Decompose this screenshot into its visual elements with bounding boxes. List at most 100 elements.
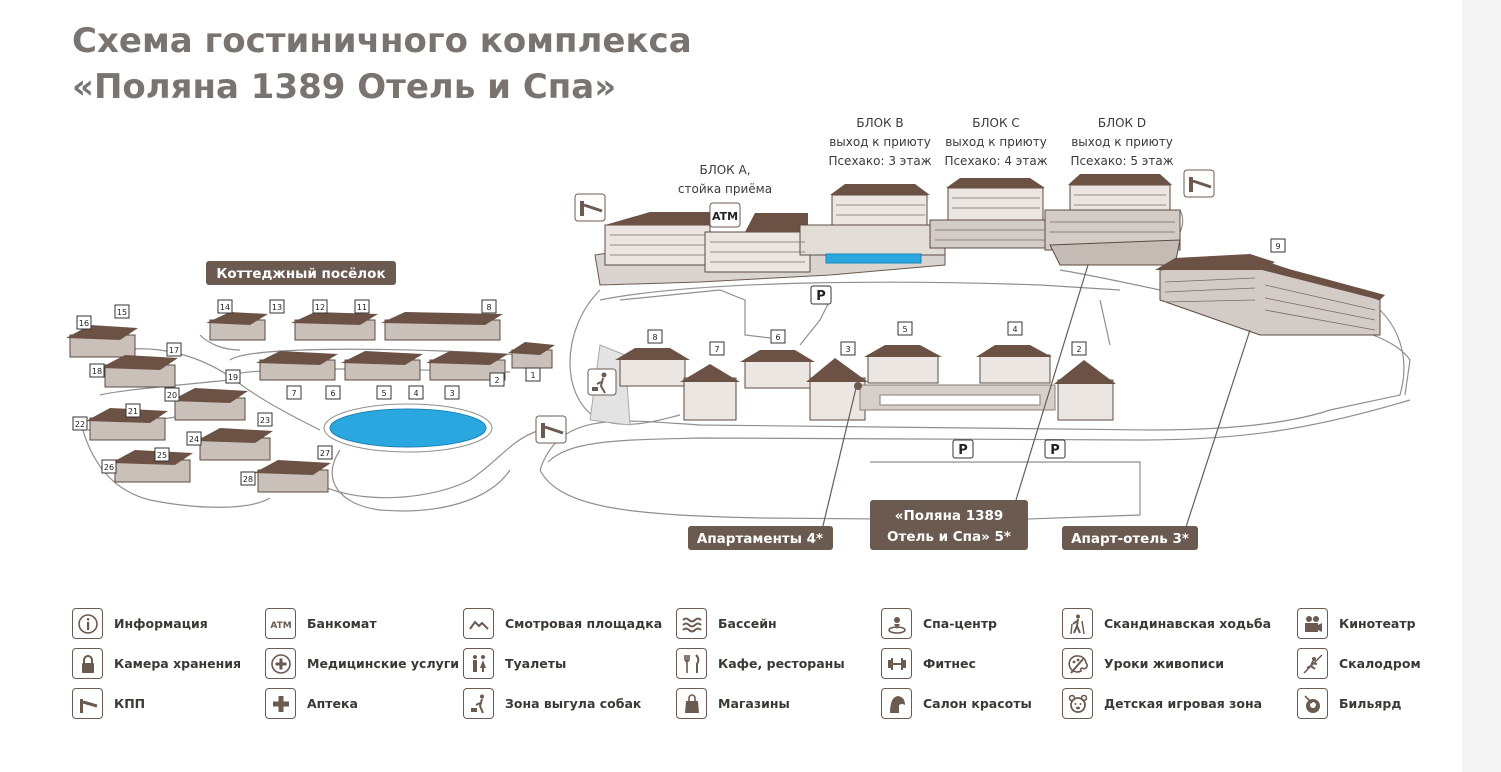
apart-hotel-tag[interactable] (1062, 526, 1198, 550)
cottage-number-tag: 18 (92, 367, 102, 376)
cottage-pool (329, 408, 487, 448)
spa-icon (881, 608, 912, 639)
cottage-number-tag-box (525, 367, 541, 382)
legend-item: Уроки живописи (1062, 648, 1224, 679)
cottage-roofs (66, 312, 555, 475)
parking-label: P (1050, 443, 1060, 458)
atm-marker (709, 202, 741, 228)
legend-item: Спа-центр (881, 608, 997, 639)
cottage-number-tag: 2 (494, 376, 499, 385)
legend-item: Фитнес (881, 648, 976, 679)
apart-hotel-label: Апарт-отель 3* (1071, 531, 1189, 547)
apartments-pointer-dot (854, 382, 862, 390)
cottage-number-tag-box (312, 299, 328, 314)
block-c-title: БЛОК C (972, 116, 1019, 130)
cottage-number-tag-box (257, 412, 273, 427)
legend-label: Туалеты (505, 656, 567, 671)
chalet-number-tag-box (840, 341, 856, 356)
cottage-number-tag-box (72, 416, 88, 431)
block-d-title: БЛОК D (1098, 116, 1146, 130)
cottage-number-tag-box (76, 315, 92, 330)
chalet-number-tag: 5 (902, 325, 907, 334)
cottage-number-tag-box (354, 299, 370, 314)
legend-label: Кафе, рестораны (718, 656, 845, 671)
cottage-number-tag: 14 (220, 303, 230, 312)
block-b-floor: Псехако: 3 этаж (828, 154, 931, 168)
shop-icon (676, 688, 707, 719)
cottage-number-tag: 1 (530, 371, 535, 380)
cottage-village-tag (206, 261, 396, 285)
legend-item: Кафе, рестораны (676, 648, 845, 679)
legend-item: Детская игровая зона (1062, 688, 1262, 719)
chalet-number-tag: 6 (775, 333, 780, 342)
legend-label: Медицинские услуги (307, 656, 460, 671)
parking-marker (1044, 439, 1066, 459)
parking-marker (810, 285, 832, 305)
cottage-number-tag: 11 (357, 303, 367, 312)
cottage-number-tag-box (240, 471, 256, 486)
cinema-icon (1297, 608, 1328, 639)
cottage-number-tag-box (89, 363, 105, 378)
page-title-line-2: «Поляна 1389 Отель и Спа» (72, 67, 617, 107)
checkpoint-marker (574, 193, 606, 222)
parking-marker (952, 439, 974, 459)
page-title-line-1: Схема гостиничного комплекса (72, 21, 692, 61)
cottage-number-tag: 13 (272, 303, 282, 312)
apartment-chalets (615, 345, 1116, 421)
apart-hotel-number (1270, 238, 1286, 253)
block-c-floor: Псехако: 4 этаж (944, 154, 1047, 168)
cottage-number-tag: 4 (413, 389, 418, 398)
atm-icon: ATM (265, 608, 296, 639)
legend-item: Магазины (676, 688, 790, 719)
barrier-icon (72, 688, 103, 719)
block-d-desc: выход к приюту (1071, 135, 1173, 149)
legend-item: Зона выгула собак (463, 688, 641, 719)
cottage-number-tag-box (114, 304, 130, 319)
legend-label: Зона выгула собак (505, 696, 642, 711)
legend-label: Кинотеатр (1339, 616, 1416, 631)
legend-label: Бассейн (718, 616, 777, 631)
legend-item: Бильярд (1297, 688, 1401, 719)
legend-item: Смотровая площадка (463, 608, 662, 639)
cottage-number-tag: 28 (243, 475, 253, 484)
legend-label: Скандинавская ходьба (1104, 616, 1272, 631)
chalet-number-tag-box (647, 329, 663, 344)
cottage-number-tag-box (376, 385, 392, 400)
cottages (69, 319, 553, 493)
painting-icon (1062, 648, 1093, 679)
cottage-number-tag: 15 (117, 308, 127, 317)
legend-item: Скандинавская ходьба (1062, 608, 1271, 639)
chalet-number-tag-box (709, 341, 725, 356)
cottage-number-tag: 25 (157, 451, 167, 460)
nordic-walking-icon (1062, 608, 1093, 639)
legend-label: Скалодром (1339, 656, 1421, 671)
atm-marker-label: ATM (712, 210, 738, 223)
legend-item: Туалеты (463, 648, 566, 679)
cottage-number-tag-box (286, 385, 302, 400)
svg-text:ATM: ATM (270, 621, 291, 631)
apartments-tag[interactable] (688, 526, 833, 550)
block-d-floor: Псехако: 5 этаж (1070, 154, 1173, 168)
pharmacy-icon (265, 688, 296, 719)
cottage-number-tag: 23 (260, 416, 270, 425)
medical-icon (265, 648, 296, 679)
cottage-number-tag: 19 (228, 373, 238, 382)
hotel-complex (594, 174, 1181, 286)
cottage-number-tag-box (154, 447, 170, 462)
cottage-number-tag-box (325, 385, 341, 400)
apart-hotel-number-label: 9 (1275, 242, 1280, 251)
main-hotel-tag[interactable] (870, 500, 1028, 550)
pool-icon (676, 608, 707, 639)
legend-label: Бильярд (1339, 696, 1402, 711)
legend-label: Детская игровая зона (1104, 696, 1263, 711)
cottage-number-tag: 5 (381, 389, 386, 398)
checkpoint-marker (535, 415, 567, 444)
main-hotel-label-line-2: Отель и Спа» 5* (887, 529, 1011, 545)
legend-item: Бассейн (676, 608, 777, 639)
apartments-label: Апартаменты 4* (697, 531, 823, 547)
legend-label: Банкомат (307, 616, 377, 631)
cottage-number-tag-box (101, 459, 117, 474)
cottage-number-tag: 24 (189, 435, 199, 444)
beauty-salon-icon (881, 688, 912, 719)
